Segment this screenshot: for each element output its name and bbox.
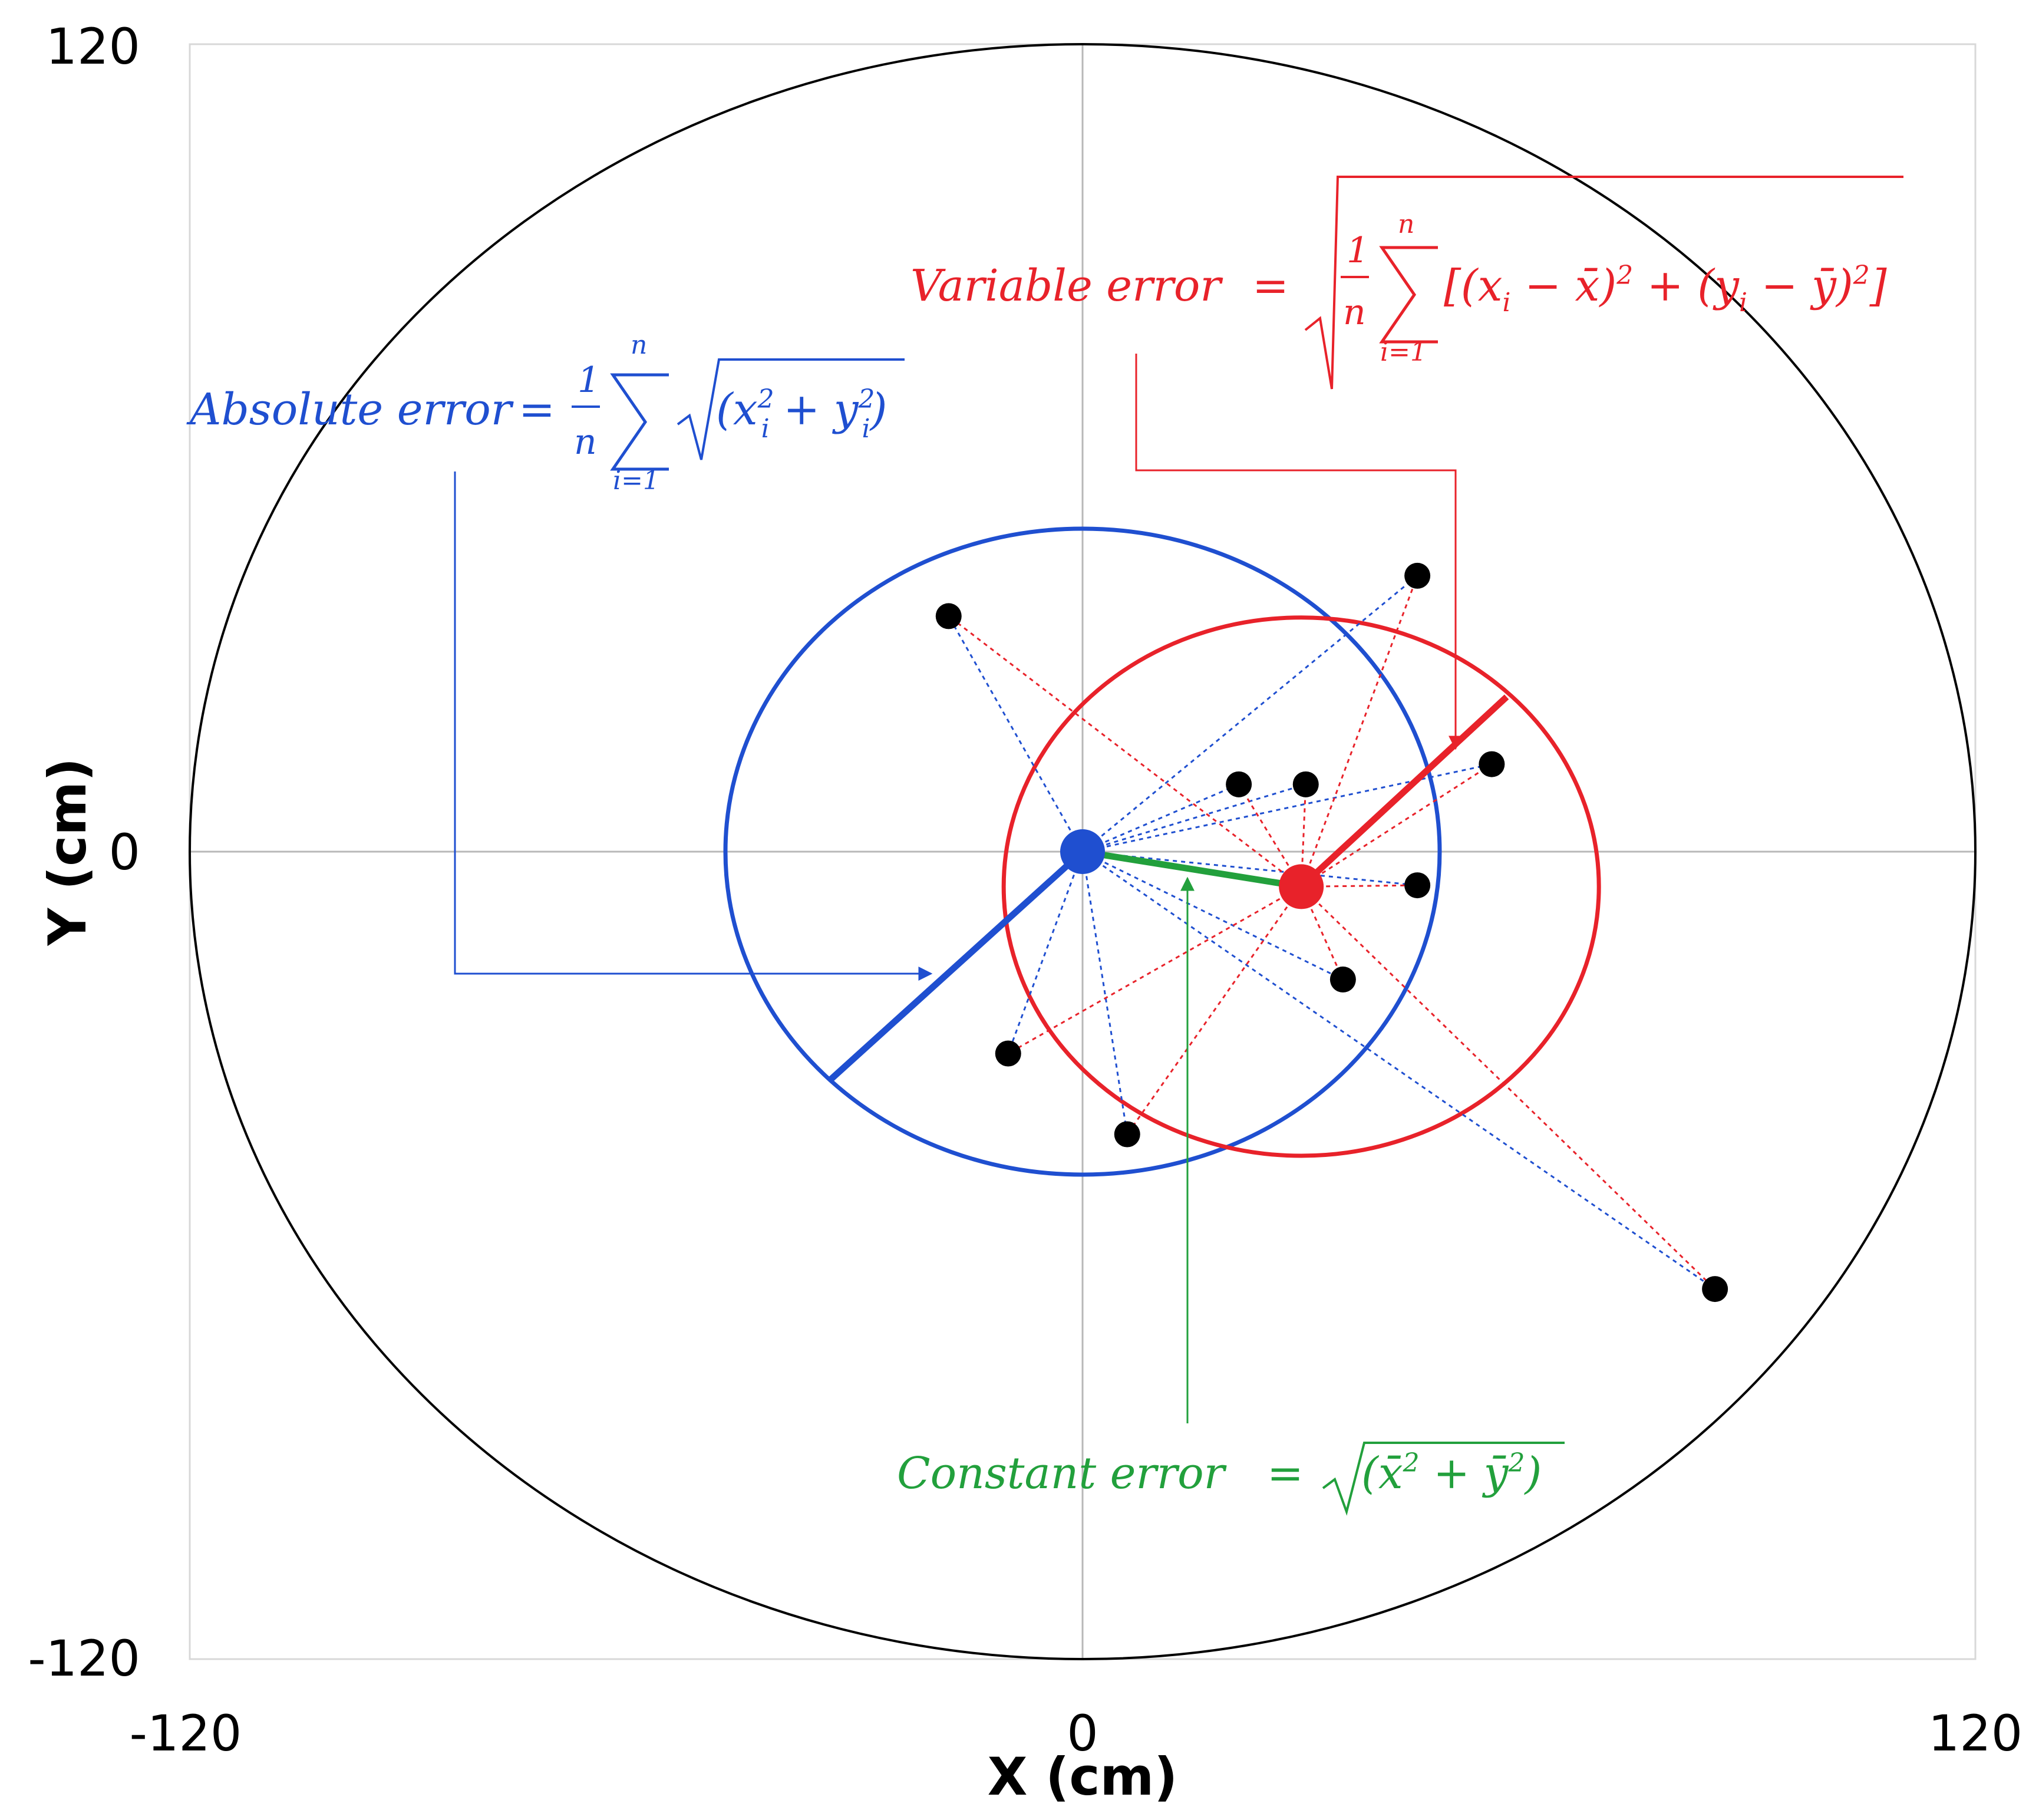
mean-position-marker xyxy=(1279,864,1324,909)
absolute-dotted-line xyxy=(1082,850,1715,1290)
absolute-error-numerator: 1 xyxy=(578,360,600,401)
origin-marker xyxy=(1060,829,1105,874)
absolute-error-circle xyxy=(723,526,1442,1177)
constant-error-line xyxy=(1082,848,1302,890)
variable-error-body: [(xi − x̄)2 + (yi − ȳ)2] xyxy=(1444,261,1887,318)
data-point xyxy=(1114,1121,1140,1148)
data-point xyxy=(1404,562,1431,589)
constant-error-formula: Constant error = (x̄2 + ȳ2) xyxy=(897,1442,1565,1516)
square-root-icon xyxy=(677,358,905,460)
absolute-dotted-line xyxy=(948,615,1084,852)
data-point xyxy=(995,1040,1021,1067)
absolute-error-equals: = xyxy=(519,384,555,435)
absolute-dotted-line xyxy=(1082,783,1306,853)
variable-dotted-line xyxy=(1126,886,1302,1135)
data-point xyxy=(1292,771,1319,797)
variable-error-equals: = xyxy=(1252,261,1289,311)
variable-dotted-line xyxy=(1301,763,1493,888)
variable-error-label: Variable error xyxy=(910,261,1223,311)
absolute-error-dotted-lines xyxy=(948,575,1715,1290)
sigma-icon xyxy=(610,373,669,471)
absolute-error-callout-arrow xyxy=(454,472,933,981)
variable-error-formula: Variable error = 1 n n i=1 [(xi − x̄)2 +… xyxy=(910,176,1903,390)
variable-error-radius-line xyxy=(1299,694,1509,889)
square-root-icon xyxy=(1322,1442,1565,1516)
y-tick-bottom: -120 xyxy=(28,1630,140,1687)
variable-dotted-line xyxy=(1301,886,1716,1290)
y-axis-label: Y (cm) xyxy=(37,758,98,947)
absolute-dotted-line xyxy=(1082,850,1418,886)
absolute-dotted-line xyxy=(1082,850,1344,981)
x-tick-zero: 0 xyxy=(1067,1704,1098,1762)
y-tick-top: 120 xyxy=(46,18,140,75)
data-point xyxy=(1226,771,1252,797)
absolute-dotted-line xyxy=(1081,851,1129,1135)
variable-error-callout-arrow xyxy=(1135,354,1463,750)
sigma-icon xyxy=(1379,246,1438,344)
variable-error-sum-bottom: i=1 xyxy=(1380,337,1427,367)
data-point xyxy=(935,603,962,629)
absolute-error-denominator: n xyxy=(574,421,597,463)
absolute-error-radius-line xyxy=(827,849,1085,1083)
constant-error-equals: = xyxy=(1267,1448,1304,1499)
variable-dotted-line xyxy=(1300,575,1418,887)
square-root-icon xyxy=(1304,176,1903,390)
absolute-dotted-line xyxy=(1082,783,1239,853)
constant-error-label: Constant error xyxy=(897,1448,1228,1499)
data-point xyxy=(1479,751,1505,777)
variable-error-numerator: 1 xyxy=(1347,230,1369,271)
data-point xyxy=(1404,872,1431,899)
absolute-error-sum-bottom: i=1 xyxy=(613,466,659,496)
variable-error-denominator: n xyxy=(1343,292,1366,333)
data-point xyxy=(1702,1276,1728,1303)
x-tick-left: -120 xyxy=(130,1704,242,1762)
absolute-dotted-line xyxy=(1082,763,1492,853)
variable-dotted-line xyxy=(1008,886,1302,1054)
variable-error-circle xyxy=(1001,615,1601,1158)
target-boundary-circle xyxy=(189,43,1977,1660)
data-points xyxy=(935,562,1728,1303)
y-tick-zero: 0 xyxy=(109,823,140,881)
variable-dotted-line xyxy=(948,615,1302,888)
x-axis-label: X (cm) xyxy=(988,1746,1178,1807)
data-point xyxy=(1329,966,1356,993)
variable-error-sum-top: n xyxy=(1398,209,1414,239)
x-tick-right: 120 xyxy=(1928,1704,2022,1762)
variable-error-dotted-lines xyxy=(948,575,1716,1290)
absolute-error-label: Absolute error xyxy=(186,384,514,435)
absolute-error-sum-top: n xyxy=(631,330,647,360)
absolute-dotted-line xyxy=(1007,851,1084,1054)
absolute-dotted-line xyxy=(1082,575,1418,853)
constant-error-radicand: (x̄2 + ȳ2) xyxy=(1361,1448,1542,1499)
